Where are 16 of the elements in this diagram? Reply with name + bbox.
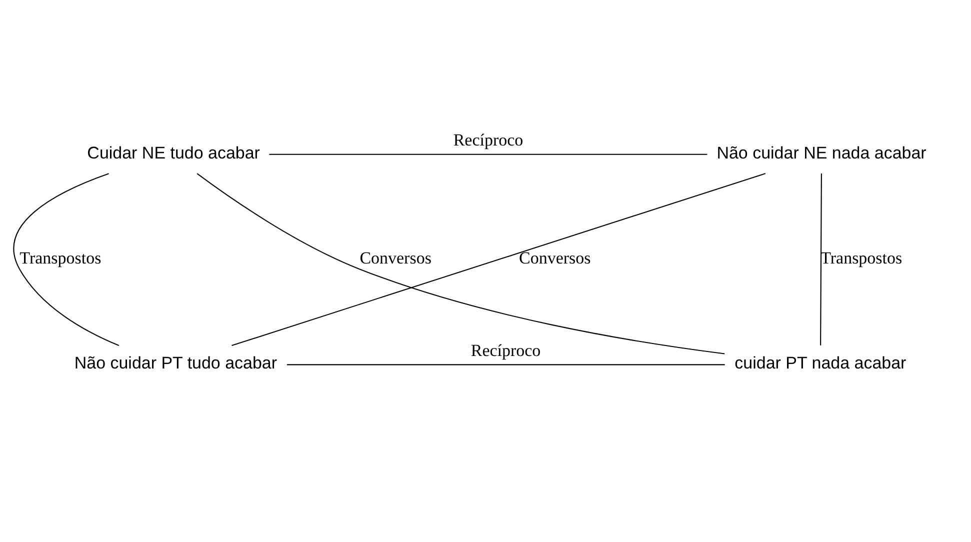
- connector: [286, 364, 724, 366]
- edge-label: Conversos: [359, 248, 431, 268]
- node-text: Não cuidar PT tudo acabar: [74, 354, 277, 373]
- connector: [820, 174, 822, 346]
- node-text: Não cuidar NE nada acabar: [716, 143, 926, 162]
- edge-label: Conversos: [518, 248, 590, 268]
- connector: [196, 173, 724, 354]
- connector: [231, 173, 765, 346]
- node-text: cuidar PT nada acabar: [734, 354, 906, 373]
- edge-label: Transpostos: [820, 248, 902, 268]
- connector: [268, 154, 707, 155]
- connector: [12, 173, 119, 346]
- edge-label: Recíproco: [452, 130, 523, 150]
- node-text: Cuidar NE tudo acabar: [86, 143, 260, 162]
- edge-label: Recíproco: [470, 340, 540, 360]
- edge-label: Transpostos: [19, 248, 101, 268]
